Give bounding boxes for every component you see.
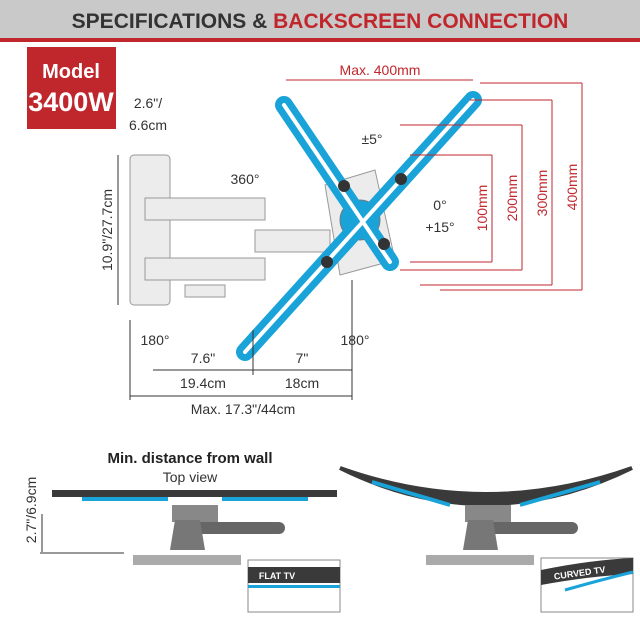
vesa-bracket-arms (236, 91, 482, 361)
tilt-15-label: +15° (425, 219, 454, 235)
vesa-height-400: 400mm (564, 164, 580, 211)
curved-tv-illustration (339, 466, 634, 613)
header-title: SPECIFICATIONS & BACKSCREEN CONNECTION (72, 10, 569, 33)
header-bar (0, 0, 640, 40)
swivel-360-label: 360° (231, 171, 260, 187)
swivel-right-label: 180° (341, 332, 370, 348)
vesa-height-200: 200mm (504, 175, 520, 222)
flat-tv-label: FLAT TV (259, 571, 295, 581)
header-title-part1: SPECIFICATIONS & (72, 10, 273, 33)
top-view-subtitle: Top view (163, 469, 218, 485)
flat-tv-illustration (40, 490, 341, 613)
vesa-height-100: 100mm (474, 185, 490, 232)
model-label: Model (42, 61, 100, 83)
swivel-left-label: 180° (141, 332, 170, 348)
height-label: 10.9"/27.7cm (99, 189, 115, 271)
depth-in: 2.6"/ (134, 95, 162, 111)
max-extension: Max. 17.3"/44cm (191, 401, 296, 417)
tilt-0-label: 0° (433, 197, 446, 213)
model-badge (27, 47, 116, 129)
arm2-in: 7" (296, 350, 309, 366)
header-underline (0, 38, 640, 42)
top-view-title: Min. distance from wall (107, 450, 272, 467)
vesa-dimension-lines (286, 79, 583, 291)
arm1-cm: 19.4cm (180, 375, 226, 391)
depth-cm: 6.6cm (129, 117, 167, 133)
vesa-max-width: Max. 400mm (340, 62, 421, 78)
tilt-side-label: ±5° (361, 131, 382, 147)
arm1-in: 7.6" (191, 350, 215, 366)
header-title-part2: BACKSCREEN CONNECTION (273, 10, 568, 33)
side-dimension-lines (117, 155, 353, 400)
model-value: 3400W (28, 87, 114, 117)
vesa-height-300: 300mm (534, 170, 550, 217)
arm2-cm: 18cm (285, 375, 319, 391)
min-distance: 2.7"/6.9cm (23, 477, 39, 543)
